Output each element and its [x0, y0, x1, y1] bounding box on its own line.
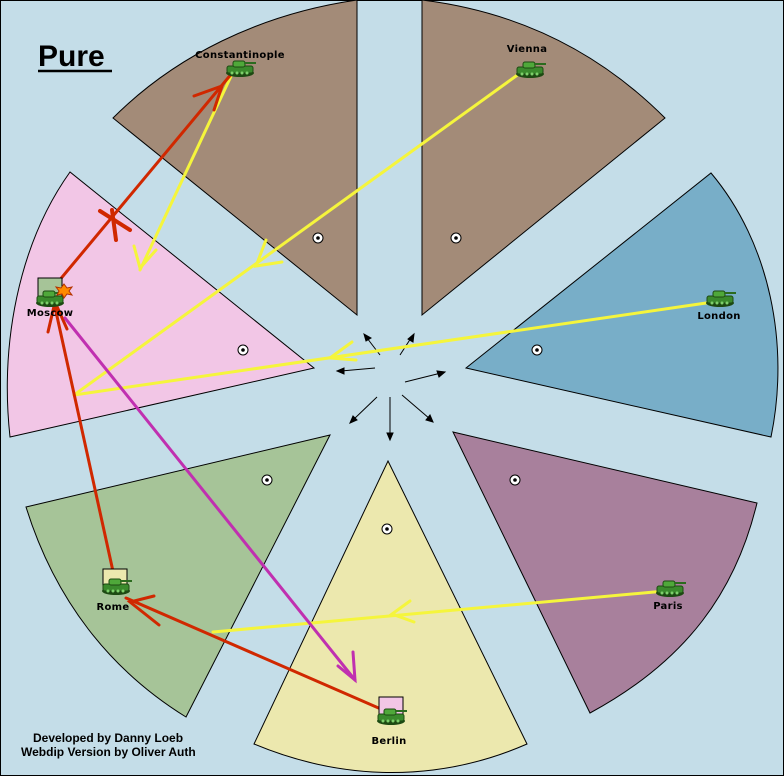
city-label-moscow: Moscow	[27, 308, 74, 319]
territory-vienna[interactable]	[421, 0, 666, 317]
center-arrows	[335, 332, 447, 442]
magenta-move-order	[63, 316, 357, 684]
supply-center-london	[531, 344, 543, 356]
supply-center-constantinople	[312, 232, 324, 244]
dislodged-burst-icon	[54, 283, 74, 299]
credit-line-2: Webdip Version by Oliver Auth	[21, 745, 196, 759]
city-label-berlin: Berlin	[371, 736, 406, 747]
supply-center-moscow	[237, 344, 249, 356]
territory-paris[interactable]	[452, 431, 758, 714]
city-label-rome: Rome	[97, 602, 130, 613]
failed-move-marker	[98, 208, 132, 242]
supply-center-berlin	[381, 523, 393, 535]
supply-center-vienna	[450, 232, 462, 244]
territory-london[interactable]	[464, 172, 779, 438]
territory-rome[interactable]	[25, 434, 331, 718]
city-label-london: London	[697, 311, 740, 322]
city-label-vienna: Vienna	[507, 44, 548, 55]
city-label-paris: Paris	[653, 601, 683, 612]
map-title: Pure	[38, 40, 105, 73]
support-orders	[72, 69, 715, 634]
city-label-constantinople: Constantinople	[195, 50, 285, 61]
move-orders	[41, 70, 392, 715]
supply-center-paris	[509, 474, 521, 486]
credit-line-1: Developed by Danny Loeb	[33, 731, 183, 745]
supply-center-rome	[261, 474, 273, 486]
